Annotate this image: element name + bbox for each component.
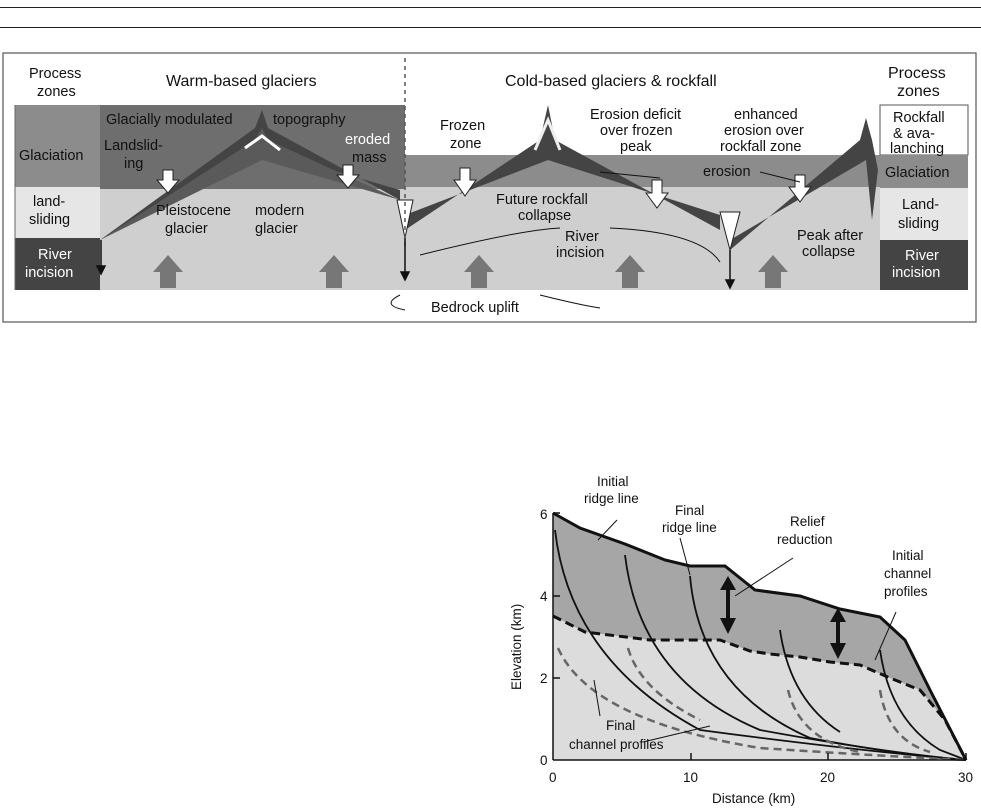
peak-after-label-1: Peak after [797,228,863,244]
river-incision-label-2: incision [556,245,604,261]
glacier-process-diagram: Warm-based glaciers Cold-based glaciers … [2,52,977,323]
right-zones-title-2: zones [897,83,940,100]
frozen-label-1: Frozen [440,118,485,134]
right-river-1: River [905,248,939,264]
river-incision-label-1: River [565,229,599,245]
final-ridge-label-1: Final [675,503,704,518]
erosion-deficit-3: peak [620,139,652,155]
eroded-label-2: mass [352,150,387,166]
ytick-2: 2 [540,671,548,686]
final-ridge-label-2: ridge line [662,520,717,535]
initial-ridge-label-1: Initial [597,474,629,489]
top-rule [0,7,981,8]
left-river-2: incision [25,265,73,281]
topography-label: topography [273,112,346,128]
header-rule [0,27,981,28]
bedrock-uplift-label: Bedrock uplift [431,300,519,316]
right-landsliding-2: sliding [898,216,939,232]
x-axis-label: Distance (km) [712,791,795,806]
right-zones [879,104,969,290]
left-landsliding-2: sliding [29,212,70,228]
xtick-0: 0 [549,770,557,785]
erosion-label: erosion [703,164,751,180]
future-rockfall-1: Future rockfall [496,192,588,208]
frozen-label-2: zone [450,136,481,152]
right-rockfall-1: Rockfall [893,110,945,126]
landsliding-label-1: Landslid- [104,138,163,154]
pleistocene-label-1: Pleistocene [156,203,231,219]
future-rockfall-2: collapse [518,208,571,224]
left-glaciation-label: Glaciation [19,148,83,164]
ytick-4: 4 [540,589,548,604]
right-rockfall-3: lanching [890,141,944,157]
left-zones [14,105,100,290]
relief-reduction-chart: 6 4 2 0 0 10 20 30 Distance (km) Elevati… [509,474,973,806]
left-landsliding-1: land- [33,194,65,210]
enhanced-label-3: rockfall zone [720,139,801,155]
right-river-2: incision [892,265,940,281]
initial-channel-label-1: Initial [892,548,924,563]
right-zones-title-1: Process [888,65,946,82]
modern-label-1: modern [255,203,304,219]
left-zones-title-2: zones [37,84,76,100]
final-channel-label-1: Final [606,718,635,733]
glacially-modulated-label: Glacially modulated [106,112,233,128]
relief-label-2: reduction [777,532,833,547]
cold-based-header: Cold-based glaciers & rockfall [505,73,717,90]
left-zones-title-1: Process [29,66,81,82]
left-river-1: River [38,247,72,263]
initial-ridge-label-2: ridge line [584,491,639,506]
initial-channel-label-3: profiles [884,584,928,599]
erosion-deficit-2: over frozen [600,123,673,139]
enhanced-label-2: erosion over [724,123,804,139]
modern-label-2: glacier [255,221,298,237]
relief-label-1: Relief [790,514,825,529]
peak-after-label-2: collapse [802,244,855,260]
pleistocene-label-2: glacier [165,221,208,237]
y-axis-label: Elevation (km) [509,604,524,690]
eroded-label-1: eroded [345,132,390,148]
warm-based-header: Warm-based glaciers [166,73,317,90]
xtick-30: 30 [958,770,973,785]
enhanced-label-1: enhanced [734,107,798,123]
right-glaciation-label: Glaciation [885,165,949,181]
ytick-6: 6 [540,507,548,522]
ytick-0: 0 [540,753,548,768]
right-landsliding-1: Land- [902,197,939,213]
landsliding-label-2: ing [124,156,143,172]
right-rockfall-2: & ava- [893,126,935,142]
erosion-deficit-1: Erosion deficit [590,107,681,123]
final-channel-label-2: channel profiles [569,737,664,752]
xtick-20: 20 [820,770,835,785]
xtick-10: 10 [683,770,698,785]
initial-channel-label-2: channel [884,566,931,581]
